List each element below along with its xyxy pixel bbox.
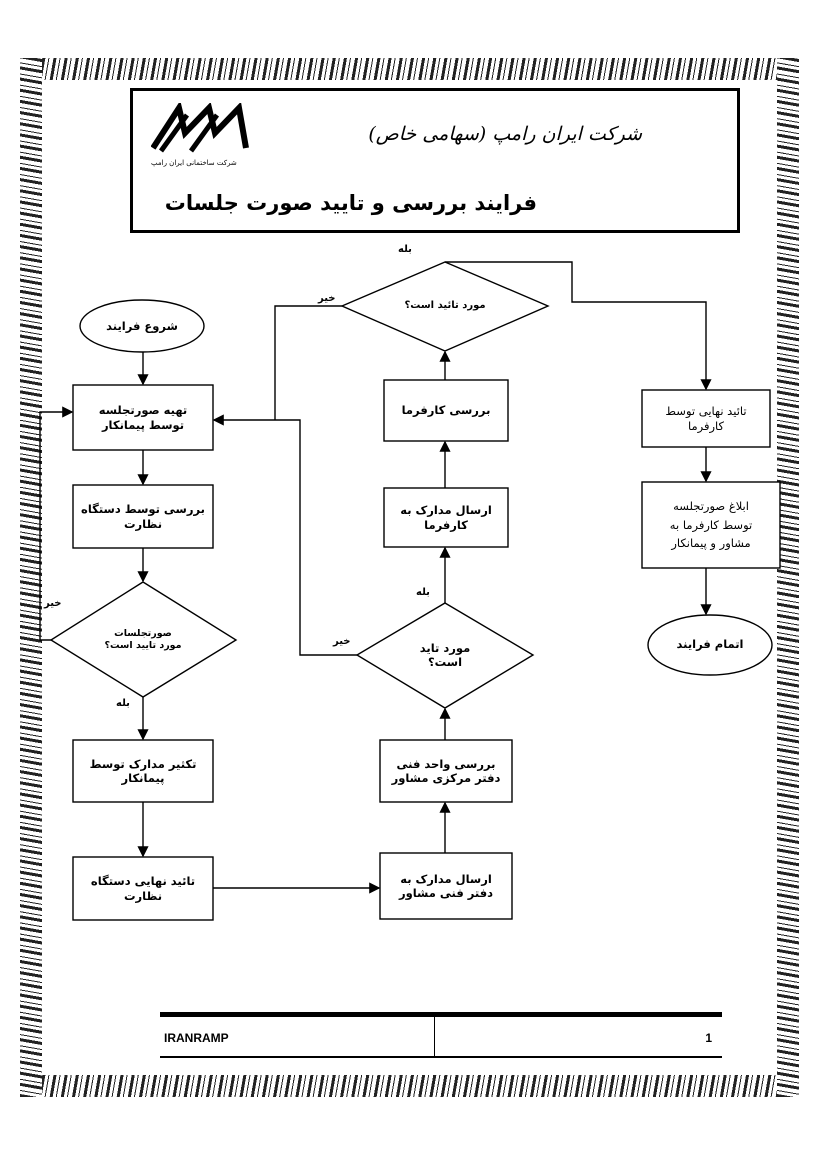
end-label: اتمام فرایند [676,636,744,651]
decorative-border-top [20,58,799,80]
edge-label-no-q2: خیر [333,636,351,647]
copy-docs-box [72,739,214,803]
notify-box [641,481,781,569]
start-label: شروع فرایند [106,318,178,333]
logo-caption: شرکت ساختمانی ایران رامپ [151,159,237,167]
edge-label-yes-q3: بله [398,244,412,255]
employer-review-box [383,379,509,442]
page-number: 1 [705,1031,712,1045]
document-title: فرایند بررسی و تایید صورت جلسات [164,191,537,215]
decorative-border-right [777,58,799,1097]
send-employer-box [383,487,509,548]
edge-label-yes-q2: بله [416,587,430,598]
start-ellipse [79,299,205,353]
company-logo [151,103,249,153]
employer-review-label: بررسی کارفرما [401,403,491,418]
company-name: شرکت ایران رامپ (سهامی خاص) [368,123,642,145]
footer-company: IRANRAMP [164,1031,229,1045]
decorative-border-left [20,58,42,1097]
final-employer-box [641,389,771,448]
footer-separator [434,1017,435,1056]
edge-label-no-q3: خیر [318,293,336,304]
decorative-border-bottom [20,1075,799,1097]
final-supervision-box [72,856,214,921]
header-box: شرکت ساختمانی ایران رامپ شرکت ایران رامپ… [130,88,740,233]
edge-label-no-minutes: خیر [44,598,62,609]
approved-q3-label: مورد تائید است؟ [404,299,486,311]
send-consultant-box [379,852,513,920]
consultant-review-box [379,739,513,803]
page-footer: IRANRAMP 1 [160,1012,722,1058]
edge-label-yes-minutes: بله [116,698,130,709]
